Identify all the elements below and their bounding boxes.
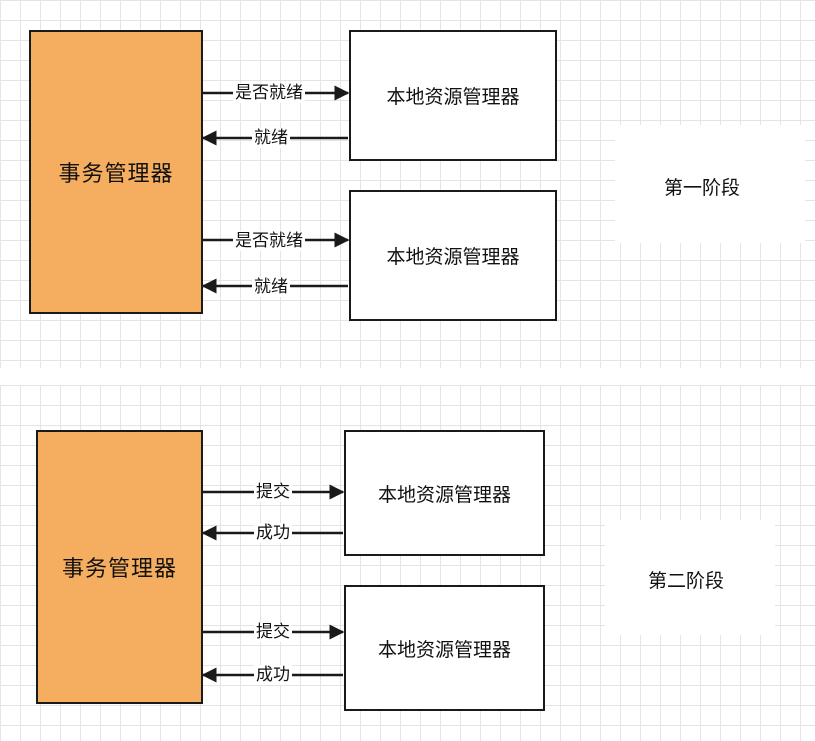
phase-label-backdrop xyxy=(605,520,775,635)
resource-manager-label: 本地资源管理器 xyxy=(386,86,520,108)
resource-manager-box-1-phase2: 本地资源管理器 xyxy=(344,430,545,556)
panel-divider xyxy=(0,368,815,385)
phase-label-backdrop xyxy=(615,125,805,243)
phase1-label: 第一阶段 xyxy=(664,177,741,199)
transaction-manager-label: 事务管理器 xyxy=(58,162,174,187)
resource-manager-box-1-phase1: 本地资源管理器 xyxy=(349,30,557,161)
commit-label: 提交 xyxy=(254,622,292,642)
resource-manager-box-2-phase1: 本地资源管理器 xyxy=(349,190,557,321)
success-label: 成功 xyxy=(254,523,292,543)
transaction-manager-box-phase1: 事务管理器 xyxy=(29,30,203,314)
transaction-manager-label: 事务管理器 xyxy=(61,557,177,582)
transaction-manager-box-phase2: 事务管理器 xyxy=(36,430,203,704)
resource-manager-label: 本地资源管理器 xyxy=(377,483,511,506)
ready-reply-label: 就绪 xyxy=(252,128,290,148)
resource-manager-box-2-phase2: 本地资源管理器 xyxy=(344,585,545,711)
phase2-label: 第二阶段 xyxy=(648,570,725,592)
ready-reply-label: 就绪 xyxy=(252,277,290,297)
ready-query-label: 是否就绪 xyxy=(233,231,305,251)
resource-manager-label: 本地资源管理器 xyxy=(386,246,520,268)
commit-label: 提交 xyxy=(254,482,292,502)
resource-manager-label: 本地资源管理器 xyxy=(377,638,511,661)
ready-query-label: 是否就绪 xyxy=(233,83,305,103)
success-label: 成功 xyxy=(254,665,292,685)
